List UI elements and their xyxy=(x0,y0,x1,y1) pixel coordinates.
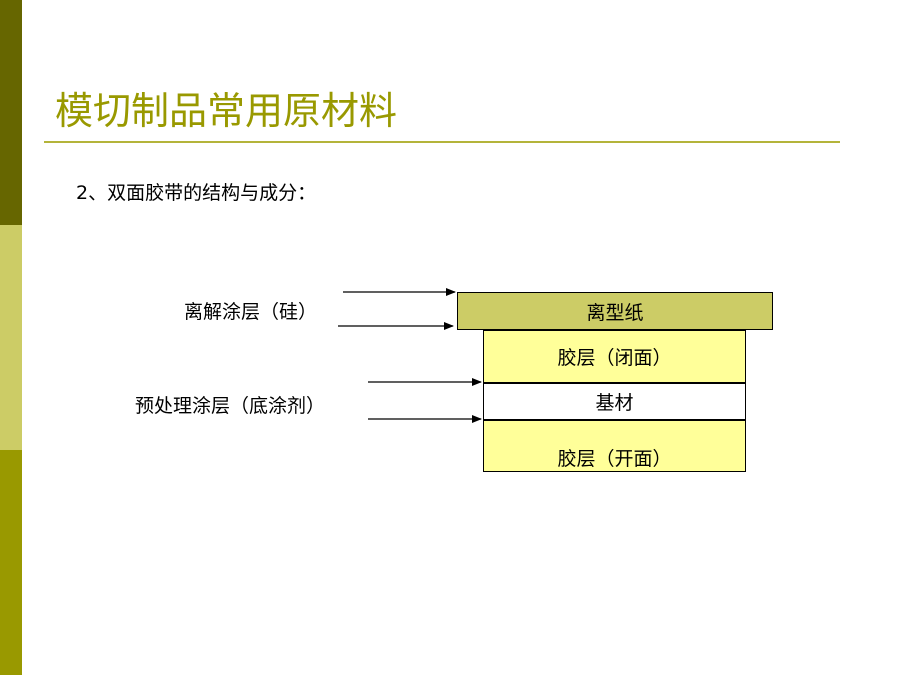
side-band-top xyxy=(0,0,22,225)
slide-title: 模切制品常用原材料 xyxy=(55,89,398,133)
callout-primer-coating: 预处理涂层（底涂剂） xyxy=(135,395,326,417)
layer-adhesive-closed: 胶层（闭面） xyxy=(483,330,746,383)
side-band-middle xyxy=(0,225,22,450)
layer-release-paper: 离型纸 xyxy=(457,292,773,330)
callout-release-coating: 离解涂层（硅） xyxy=(184,301,318,323)
slide-subtitle: 2、双面胶带的结构与成分： xyxy=(76,182,317,204)
title-divider xyxy=(44,141,840,143)
layer-substrate: 基材 xyxy=(483,383,746,420)
layer-adhesive-open: 胶层（开面） xyxy=(483,420,746,472)
side-band-bottom xyxy=(0,450,22,675)
